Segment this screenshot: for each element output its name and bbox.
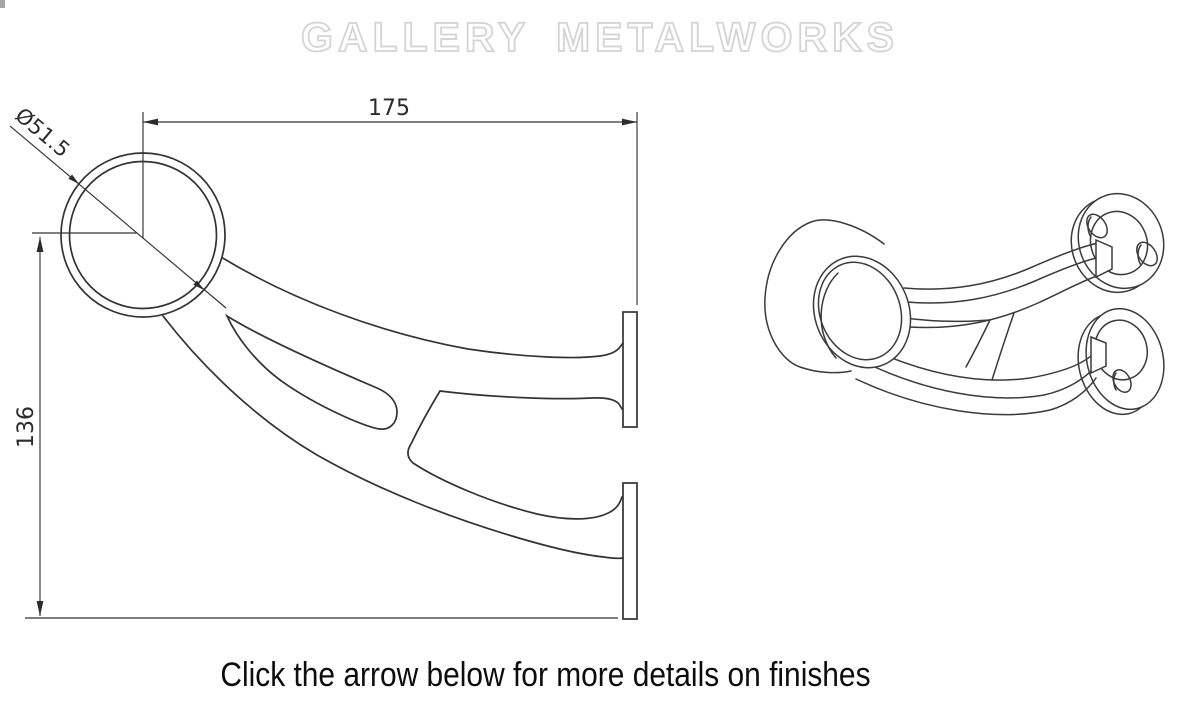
arm-top-edge — [220, 256, 624, 359]
lower-mounting-plate — [622, 482, 638, 620]
arrowhead-up — [36, 237, 44, 252]
lower-branch-top-edge — [407, 390, 623, 520]
upper-disc-screw-hole-left-depth — [1087, 216, 1092, 238]
lower-disc-screw-hole — [1112, 369, 1132, 393]
upper-arm-end-cap — [1095, 238, 1113, 279]
upper-arm-edge-mid — [905, 256, 1102, 304]
upper-disc-screw-hole-right-depth — [1137, 244, 1142, 266]
scan-corner-artifact — [0, 0, 5, 8]
ring-front-rim-inner — [817, 261, 903, 361]
diameter-leader-line — [9, 125, 227, 309]
ring-inner-wall-arc — [820, 272, 839, 359]
arrowhead-left — [143, 118, 158, 126]
front-view-drawing — [60, 152, 638, 620]
arrowhead-diameter-lower — [193, 280, 204, 290]
upper-branch-bottom-edge — [439, 390, 623, 410]
caption-row: Click the arrow below for more details o… — [0, 656, 1090, 695]
upper-disc-screw-hole-right — [1136, 241, 1158, 267]
dim-width-label: 175 — [368, 96, 410, 121]
lower-arm-edge-top — [867, 347, 1093, 381]
arrowhead-right — [622, 118, 637, 126]
upper-disc-screw-hole-left — [1086, 213, 1108, 239]
upper-arm-edge-top — [903, 242, 1099, 290]
lower-arm-end-cap — [1090, 335, 1107, 375]
upper-arm-edge-bottom — [908, 275, 1098, 329]
strut-edge-right — [991, 312, 1015, 381]
strut-edge-left — [965, 319, 991, 368]
dim-height-label: 136 — [14, 406, 39, 448]
caption-text: Click the arrow below for more details o… — [219, 656, 871, 694]
lower-disc-screw-hole-depth — [1113, 372, 1117, 391]
lower-arm-edge-mid — [863, 361, 1095, 399]
arm-bottom-edge — [162, 315, 624, 560]
lower-arm-edge-bottom — [855, 377, 1097, 416]
isometric-view-drawing — [764, 192, 1165, 416]
watermark-text: GALLERY METALWORKS — [300, 13, 900, 61]
arrowhead-diameter-upper — [68, 174, 79, 184]
teardrop-cutout — [225, 313, 398, 430]
junction-window-top-edge — [904, 317, 991, 323]
arrowhead-down — [36, 601, 44, 616]
upper-mounting-plate — [622, 311, 638, 428]
lower-disc-front-face — [1085, 307, 1165, 411]
upper-disc-boss — [1089, 210, 1149, 276]
